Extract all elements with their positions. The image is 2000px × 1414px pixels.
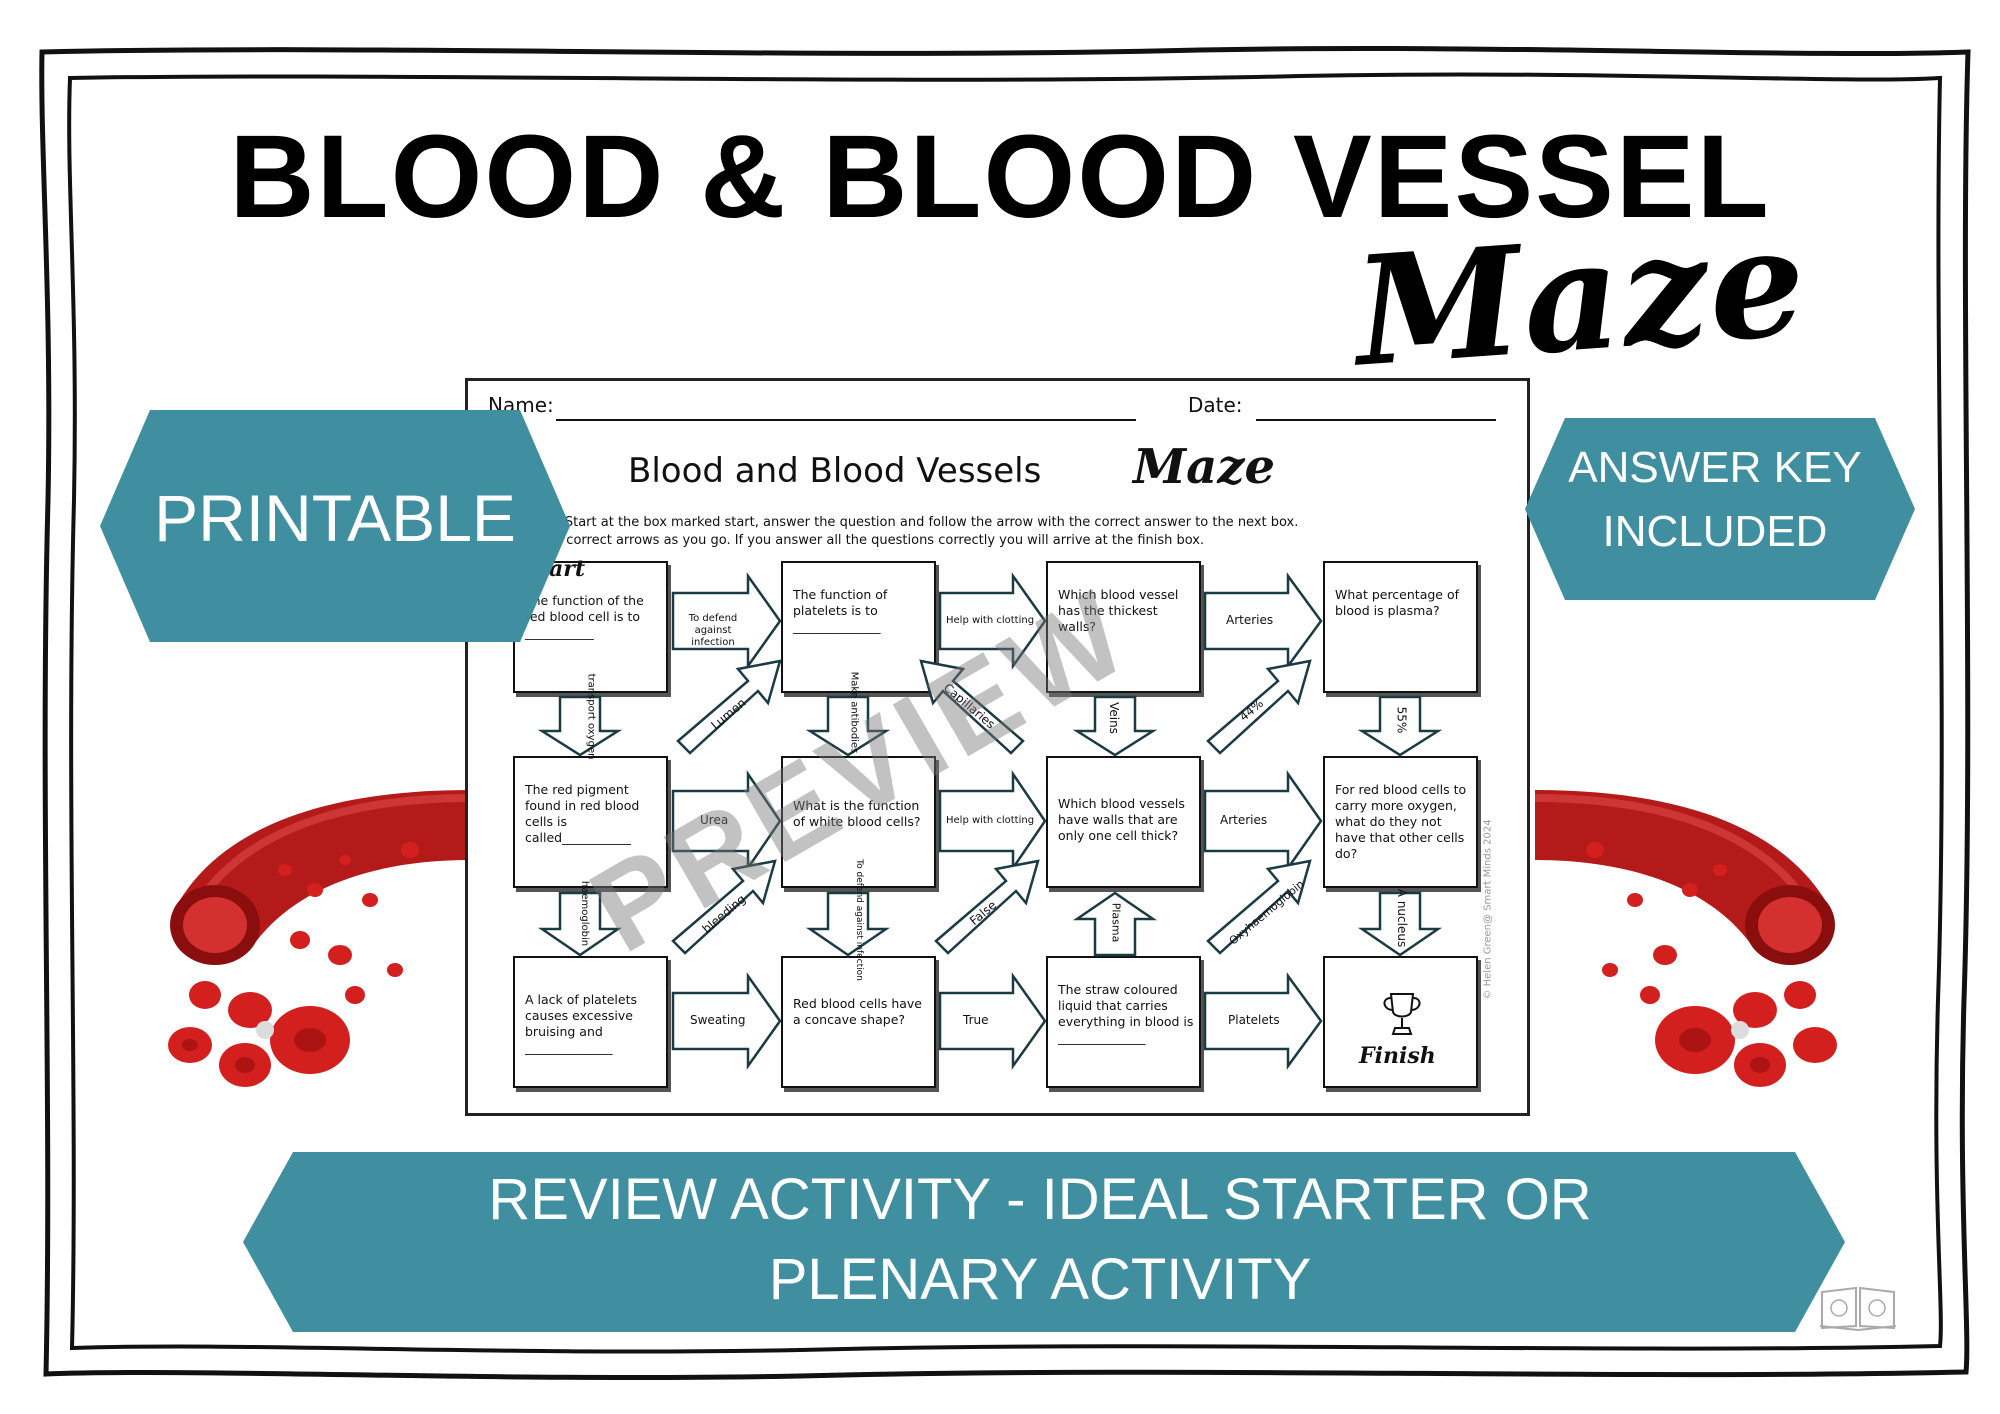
maze-question: Red blood cells have a concave shape?: [793, 996, 922, 1027]
maze-question: The red pigment found in red blood cells…: [525, 782, 640, 845]
maze-question: The function of platelets is to ________…: [793, 587, 888, 634]
bottom-banner: REVIEW ACTIVITY - IDEAL STARTER OR PLENA…: [250, 1160, 1830, 1320]
finish-label: Finish: [1359, 1043, 1436, 1069]
maze-question: Which blood vessels have walls that are …: [1058, 796, 1185, 843]
trophy-icon: [1383, 993, 1421, 1035]
bottom-banner-line-1: REVIEW ACTIVITY - IDEAL STARTER OR: [488, 1167, 1592, 1232]
bottom-banner-line-2: PLENARY ACTIVITY: [768, 1247, 1312, 1312]
maze-box: The straw coloured liquid that carries e…: [1046, 956, 1201, 1088]
answer-key-line-1: ANSWER KEY: [1568, 443, 1862, 492]
maze-box: Red blood cells have a concave shape?: [781, 956, 936, 1088]
maze-question: For red blood cells to carry more oxygen…: [1335, 782, 1467, 861]
answer-key-badge-shape: [1525, 418, 1915, 600]
maze-arrows: [537, 572, 1443, 1070]
arrow-label: Urea: [700, 813, 729, 827]
main-title: BLOOD & BLOOD VESSEL: [229, 111, 1771, 243]
maze-box: A lack of platelets causes excessive bru…: [513, 956, 668, 1088]
maze-box: Which blood vessels have walls that are …: [1046, 756, 1201, 888]
date-label: Date:: [1188, 393, 1243, 417]
maze-box-finish: Finish: [1323, 956, 1478, 1088]
arrow-label: 55%: [1394, 706, 1409, 734]
printable-badge: PRINTABLE: [154, 481, 516, 555]
arrow-label: To defend against infection: [853, 859, 864, 981]
worksheet-preview: Name: Date: Blood and Blood Vessels Maze…: [465, 378, 1530, 1116]
worksheet-title-script: Maze: [1133, 439, 1276, 495]
arrow-label: Veins: [1106, 702, 1121, 734]
arrow-label: Plasma: [1109, 902, 1123, 943]
script-title: Maze: [1349, 193, 1813, 401]
maze-question: The straw coloured liquid that carries e…: [1058, 982, 1194, 1045]
arrow-label: Arteries: [1226, 613, 1274, 627]
maze-box: Which blood vessel has the thickest wall…: [1046, 561, 1201, 693]
worksheet-title: Blood and Blood Vessels: [628, 451, 1042, 491]
bottom-banner-shape: [243, 1152, 1845, 1332]
arrow-label: transport oxygen: [585, 673, 597, 760]
blood-vessel-illustration-right: [1535, 790, 1837, 1087]
answer-key-badge: ANSWER KEY INCLUDED: [1520, 436, 1910, 564]
maze-question: What is the function of white blood cell…: [793, 798, 921, 829]
maze-box: For red blood cells to carry more oxygen…: [1323, 756, 1478, 888]
book-logo-icon: [1819, 1286, 1897, 1332]
copyright-text: © Helen Green@ Smart Minds 2024: [1482, 819, 1494, 1000]
date-line: [1256, 419, 1496, 421]
maze-question: What percentage of blood is plasma?: [1335, 587, 1459, 618]
arrow-label: Help with clotting: [946, 815, 1035, 826]
arrow-label: To defend against infection: [688, 613, 738, 648]
name-line: [556, 419, 1136, 421]
maze-box: The red pigment found in red blood cells…: [513, 756, 668, 888]
arrow-label: Sweating: [690, 1013, 746, 1027]
maze-question: A lack of platelets causes excessive bru…: [525, 992, 637, 1055]
instructions-line-2: Shade in the correct arrows as you go. I…: [480, 533, 1205, 548]
maze-question: The function of the red blood cell is to…: [525, 593, 644, 640]
arrow-label: Help with clotting: [946, 615, 1035, 626]
blood-vessel-illustration-left: [168, 790, 470, 1087]
arrow-label: Arteries: [1220, 813, 1268, 827]
instructions-line-1: Instructions: Start at the box marked st…: [480, 515, 1299, 530]
maze-box: What is the function of white blood cell…: [781, 756, 936, 888]
printable-badge-shape: [100, 410, 570, 642]
arrow-label: A nucleus: [1395, 888, 1410, 948]
maze-box: What percentage of blood is plasma?: [1323, 561, 1478, 693]
arrow-label: True: [963, 1013, 989, 1027]
arrow-label: Platelets: [1228, 1013, 1280, 1027]
maze-box: The function of platelets is to ________…: [781, 561, 936, 693]
answer-key-line-2: INCLUDED: [1602, 507, 1828, 556]
maze-question: Which blood vessel has the thickest wall…: [1058, 587, 1179, 634]
